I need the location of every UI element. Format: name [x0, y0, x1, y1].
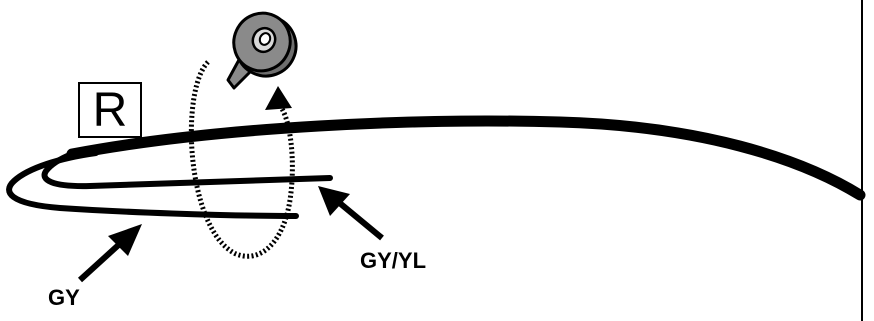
gy-wire-label: GY	[48, 285, 80, 310]
gy-yl-pointer-arrow-icon	[318, 186, 384, 241]
gy-yl-wire-label: GY/YL	[360, 248, 427, 273]
relay-marker-text: R	[92, 84, 128, 137]
wrap-direction-arrow-icon	[265, 86, 292, 110]
gy-pointer-arrow-icon	[77, 224, 142, 283]
gy-yl-wire	[41, 151, 333, 190]
tape-wrap-loop	[188, 60, 295, 259]
main-harness	[66, 115, 866, 201]
gy-wire	[6, 150, 299, 219]
relay-marker-box: R	[78, 82, 142, 138]
tape-roll-icon	[226, 11, 298, 90]
